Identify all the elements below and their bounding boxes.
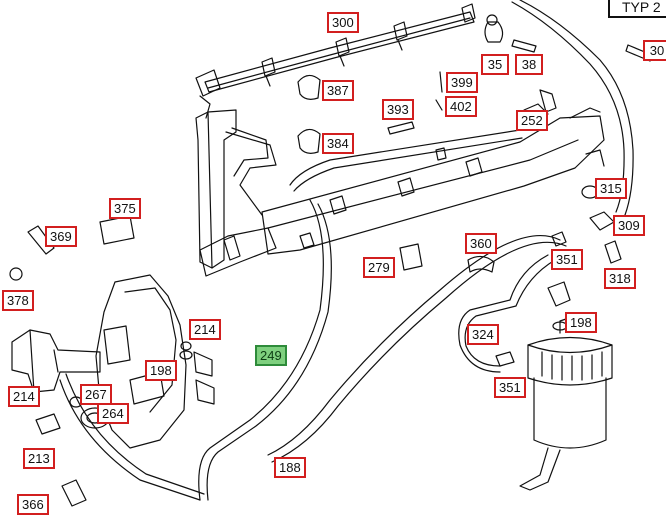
- part-callout-387[interactable]: 387: [322, 80, 354, 101]
- part-callout-399[interactable]: 399: [446, 72, 478, 93]
- part-callout-198[interactable]: 198: [145, 360, 177, 381]
- type-label: TYP 2: [608, 0, 666, 18]
- part-callout-366[interactable]: 366: [17, 494, 49, 515]
- part-callout-300[interactable]: 300: [327, 12, 359, 33]
- part-callout-324[interactable]: 324: [467, 324, 499, 345]
- part-callout-267[interactable]: 267: [80, 384, 112, 405]
- part-callout-35[interactable]: 35: [481, 54, 509, 75]
- high-pressure-pump: [80, 274, 215, 449]
- part-callout-402[interactable]: 402: [445, 96, 477, 117]
- fuel-filter: [519, 316, 613, 491]
- injection-line-rail: [195, 0, 634, 216]
- part-callout-351[interactable]: 351: [494, 377, 526, 398]
- part-callout-188[interactable]: 188: [274, 457, 306, 478]
- part-callout-393[interactable]: 393: [382, 99, 414, 120]
- part-callout-351[interactable]: 351: [551, 249, 583, 270]
- injector-assembly: [195, 109, 277, 277]
- part-callout-315[interactable]: 315: [595, 178, 627, 199]
- part-callout-369[interactable]: 369: [45, 226, 77, 247]
- part-callout-378[interactable]: 378: [2, 290, 34, 311]
- part-callout-360[interactable]: 360: [465, 233, 497, 254]
- part-callout-384[interactable]: 384: [322, 133, 354, 154]
- part-callout-252[interactable]: 252: [516, 110, 548, 131]
- part-callout-318[interactable]: 318: [604, 268, 636, 289]
- fuel-rail: [261, 89, 605, 255]
- part-callout-30[interactable]: 30: [643, 40, 666, 61]
- fuel-lines: [59, 129, 567, 501]
- part-callout-214[interactable]: 214: [189, 319, 221, 340]
- part-callout-279[interactable]: 279: [363, 257, 395, 278]
- part-callout-214[interactable]: 214: [8, 386, 40, 407]
- part-callout-198[interactable]: 198: [565, 312, 597, 333]
- part-callout-249[interactable]: 249: [255, 345, 287, 366]
- part-callout-213[interactable]: 213: [23, 448, 55, 469]
- part-callout-264[interactable]: 264: [97, 403, 129, 424]
- part-callout-309[interactable]: 309: [613, 215, 645, 236]
- pressure-regulator: [11, 329, 101, 393]
- part-callout-375[interactable]: 375: [109, 198, 141, 219]
- part-callout-38[interactable]: 38: [515, 54, 543, 75]
